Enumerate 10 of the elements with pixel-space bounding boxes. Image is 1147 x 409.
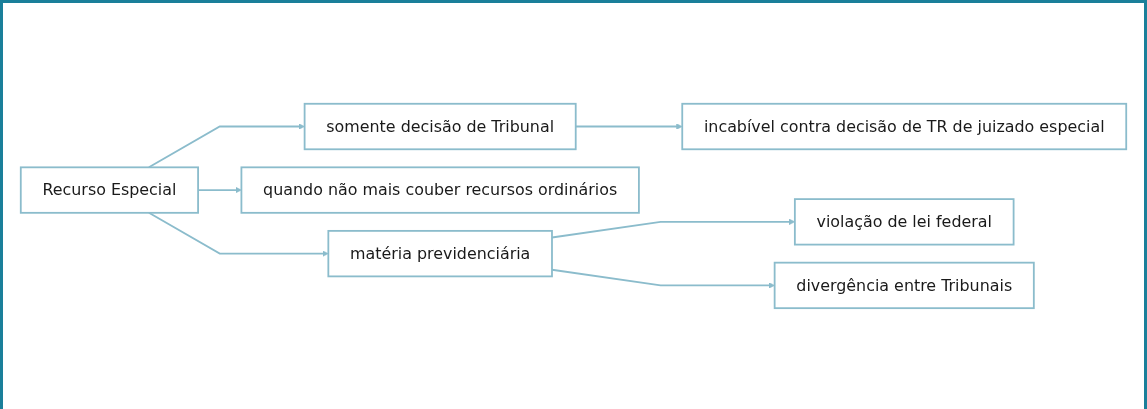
node-box: somente decisão de Tribunal <box>303 102 577 151</box>
node-box: matéria previdenciária <box>327 230 553 278</box>
arrow <box>551 268 775 289</box>
node-box: divergência entre Tribunais <box>773 261 1035 310</box>
node-box: Recurso Especial <box>19 166 199 214</box>
node-box: incabível contra decisão de TR de juizado especial <box>681 102 1128 151</box>
arrow <box>148 211 329 257</box>
arrow <box>148 123 305 169</box>
node-box: quando não mais couber recursos ordinários <box>240 166 640 214</box>
node-box: violação de lei federal <box>793 198 1015 246</box>
